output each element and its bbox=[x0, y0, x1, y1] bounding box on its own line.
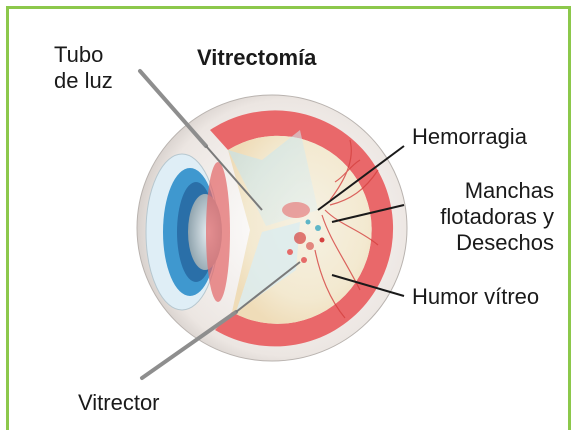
label-floaters-line3: Desechos bbox=[440, 230, 554, 256]
label-floaters: Manchas flotadoras y Desechos bbox=[440, 178, 554, 256]
ciliary-body bbox=[206, 162, 230, 302]
label-floaters-line1: Manchas bbox=[440, 178, 554, 204]
diagram-title: Vitrectomía bbox=[197, 45, 316, 71]
label-light-tube-line2: de luz bbox=[54, 68, 113, 94]
label-floaters-line2: flotadoras y bbox=[440, 204, 554, 230]
label-hemorrhage: Hemorragia bbox=[412, 124, 527, 150]
label-vitreous-humor: Humor vítreo bbox=[412, 284, 539, 310]
label-vitrector: Vitrector bbox=[78, 390, 160, 416]
light-tube-instrument bbox=[140, 71, 206, 146]
label-light-tube: Tubo de luz bbox=[54, 42, 113, 94]
label-light-tube-line1: Tubo bbox=[54, 42, 113, 68]
